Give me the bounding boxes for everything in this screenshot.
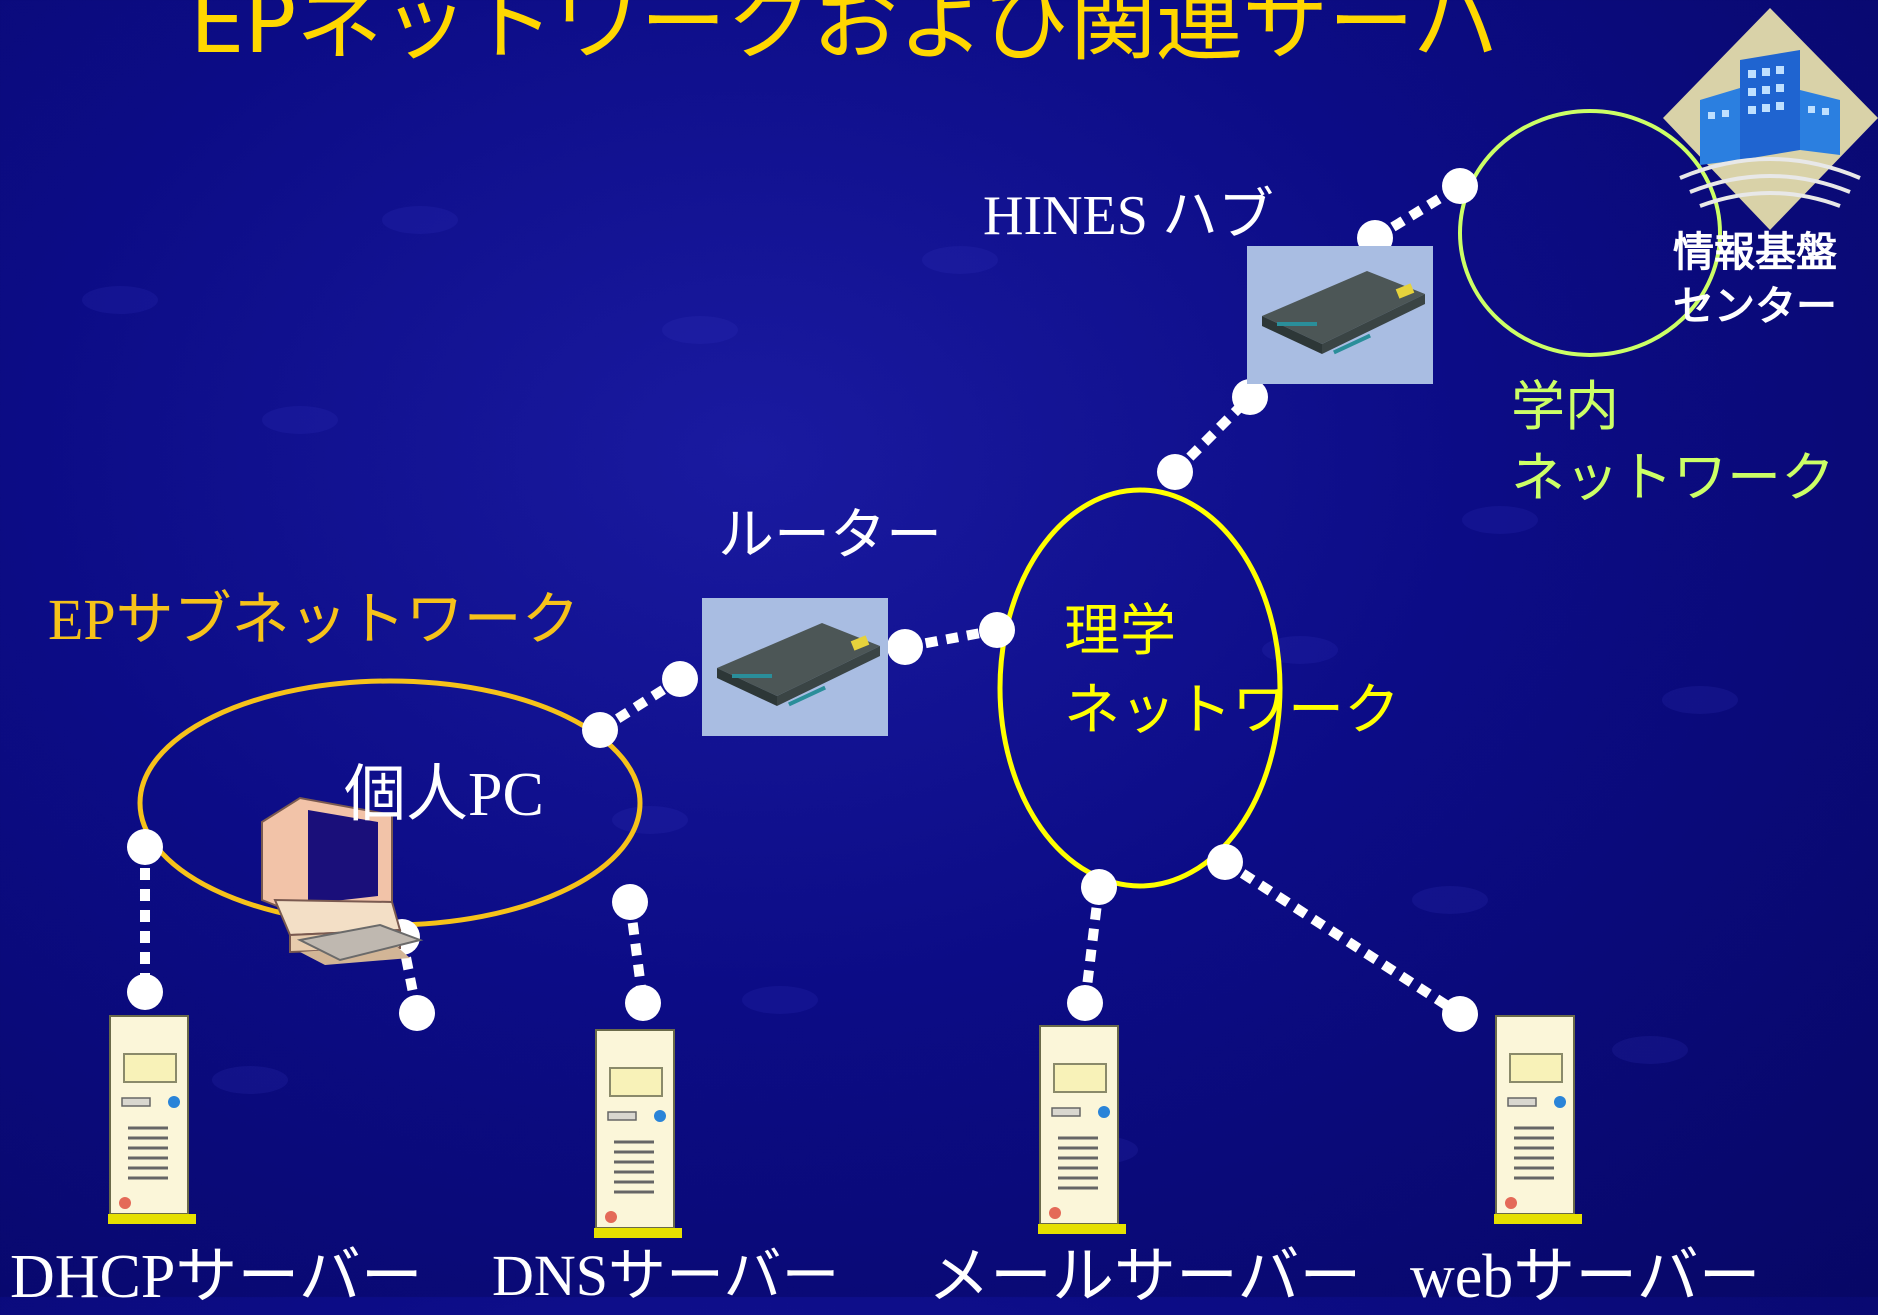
node — [625, 985, 661, 1021]
node — [1067, 985, 1103, 1021]
node — [612, 884, 648, 920]
dhcp-server-label: DHCPサーバー — [10, 1243, 423, 1311]
dns-server-icon — [594, 1029, 682, 1238]
node — [127, 829, 163, 865]
campus-network-ring — [1458, 109, 1722, 357]
node — [887, 629, 923, 665]
link-hines-campus — [1372, 181, 1463, 243]
info-center-logo-icon — [1663, 8, 1878, 230]
science-network-label-line2: ネットワーク — [1064, 678, 1400, 743]
info-center-label-line1: 情報基盤 — [1673, 228, 1837, 276]
campus-network-label-line1: 学内 — [1511, 375, 1619, 438]
science-network-label-line1: 理学 — [1064, 599, 1176, 664]
ep-subnetwork-label: EPサブネットワーク — [48, 587, 580, 652]
mail-server-icon — [1038, 1025, 1126, 1234]
info-center-label-line2: センター — [1673, 282, 1837, 330]
node — [1081, 869, 1117, 905]
link-router-science — [904, 625, 998, 652]
dns-server-label: DNSサーバー — [492, 1243, 840, 1308]
personal-pc-label: 個人PC — [344, 761, 544, 829]
dhcp-server-icon — [108, 1015, 196, 1224]
node — [1157, 454, 1193, 490]
campus-network-label-line2: ネットワーク — [1511, 446, 1835, 509]
personal-computer-icon — [261, 796, 424, 965]
link-subnet-router — [597, 674, 683, 735]
science-network-ring — [997, 487, 1283, 889]
web-server-icon — [1494, 1015, 1582, 1224]
hines-hub-label: HINES ハブ — [983, 185, 1274, 247]
web-server-label: webサーバー — [1410, 1243, 1761, 1311]
node — [582, 712, 618, 748]
hines-hub-switch-icon — [1247, 246, 1433, 384]
node — [662, 661, 698, 697]
node — [127, 974, 163, 1010]
link-web — [1222, 857, 1463, 1019]
node — [1442, 168, 1478, 204]
router-switch-icon — [702, 598, 888, 736]
mail-server-label: メールサーバー — [928, 1243, 1362, 1311]
node — [1232, 379, 1268, 415]
node — [1442, 996, 1478, 1032]
node — [399, 995, 435, 1031]
router-label: ルーター — [718, 503, 942, 568]
page-title: EPネットワークおよび関連サーバ — [190, 0, 1500, 73]
node — [979, 612, 1015, 648]
node — [1207, 844, 1243, 880]
